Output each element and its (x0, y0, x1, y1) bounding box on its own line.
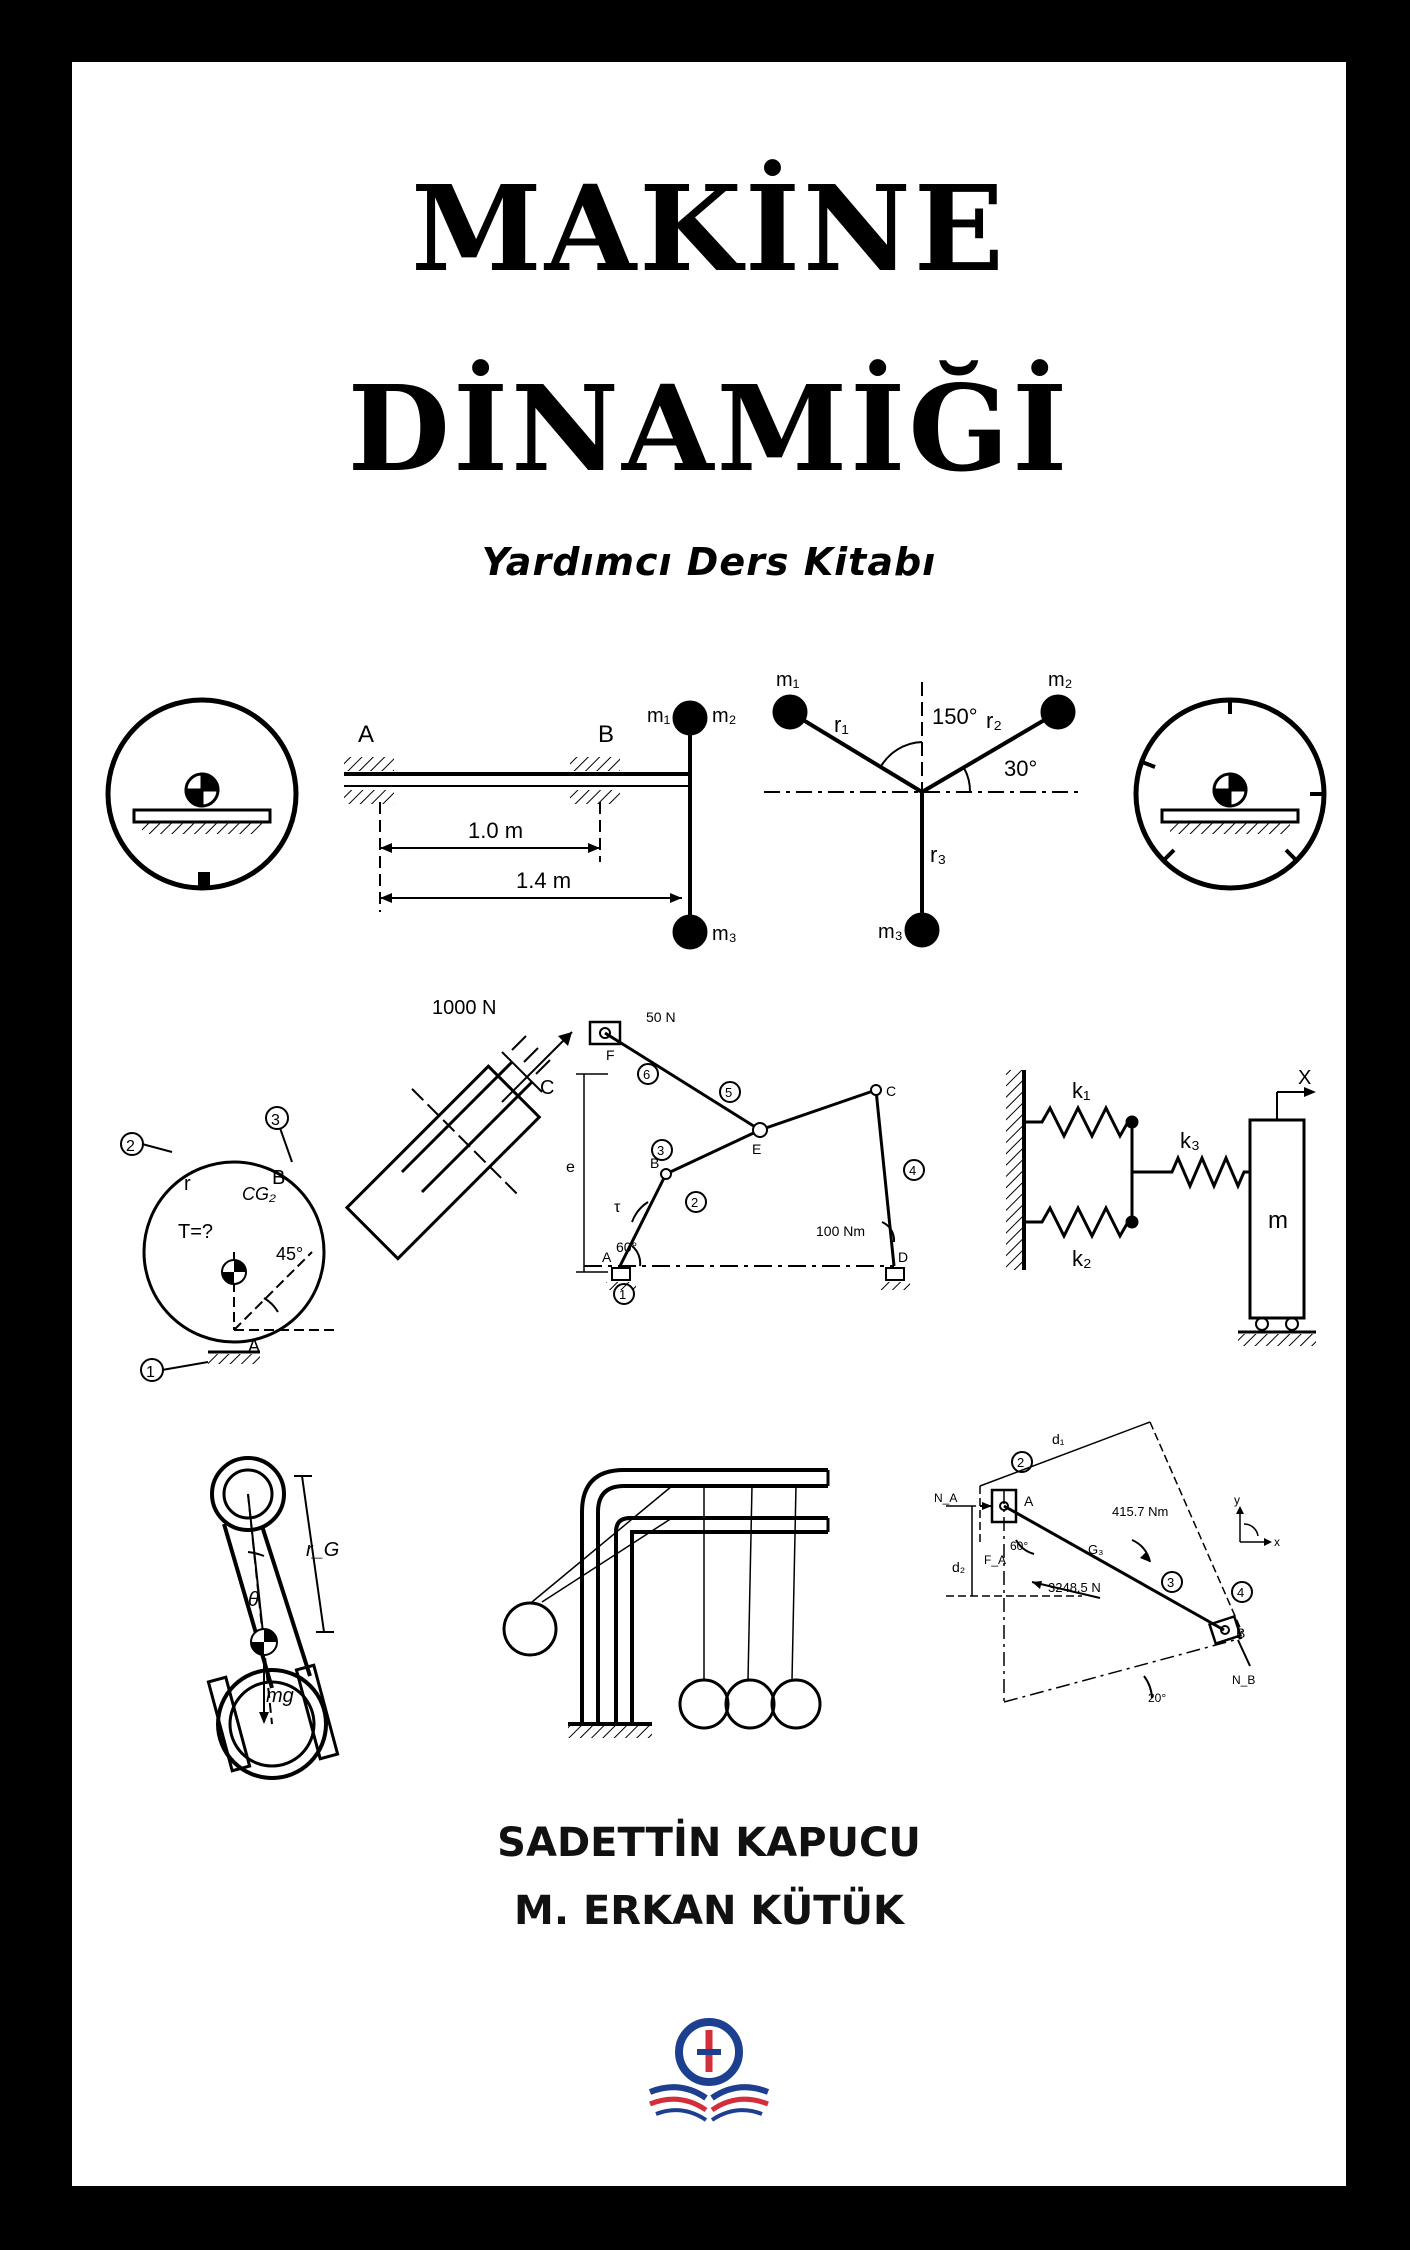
disk-r-label: r (184, 1173, 191, 1195)
slider-b-label: B (1236, 1625, 1245, 1641)
bearing-a-label: A (358, 721, 374, 748)
newtons-cradle-figure (502, 1468, 830, 1738)
mass-m2-label: m₂ (712, 705, 736, 727)
bearing-b-label: B (598, 721, 614, 748)
shaft-figure: A B 1.0 m 1.4 m m₁ m₂ m₃ (344, 700, 737, 950)
linkage-point-e: E (752, 1141, 761, 1157)
dimension-1: 1.0 m (468, 818, 523, 843)
linkage-figure: 50 N 100 Nm 60° e τ A B C D E F 6 3 2 5 … (566, 1009, 925, 1305)
conrod-theta-label: θ (248, 1589, 259, 1611)
slider-part-2: 2 (1017, 1455, 1024, 1470)
author-1: SADETTİN KAPUCU (497, 1820, 921, 1866)
linkage-link-3: 3 (657, 1143, 664, 1158)
slider-d1-label: d₁ (1052, 1431, 1065, 1447)
rotor-angle-30: 30° (1004, 756, 1037, 781)
rotor-r3-label: r₃ (930, 842, 946, 867)
slider-d2-label: d₂ (952, 1559, 965, 1575)
slider-angle-20: 20° (1148, 1691, 1166, 1705)
disk-a-label: A (248, 1336, 260, 1356)
linkage-link-5: 5 (725, 1085, 732, 1100)
linkage-angle-label: 60° (616, 1239, 637, 1255)
conrod-mg-label: mg (266, 1685, 294, 1707)
slider-a-label: A (1024, 1493, 1034, 1509)
slider-nb-label: N_B (1232, 1673, 1255, 1687)
slider-na-label: N_A (934, 1491, 957, 1505)
linkage-point-c: C (886, 1083, 896, 1099)
linkage-link-2: 2 (691, 1195, 698, 1210)
linkage-link-4: 4 (909, 1163, 916, 1178)
diagram-collage: A B 1.0 m 1.4 m m₁ m₂ m₃ m₁ m₂ m₃ r₁ r₂ … (105, 669, 1327, 2122)
slider-force-label: 3248.5 N (1048, 1580, 1101, 1595)
left-circle-figure (105, 697, 299, 891)
disk-part-1: 1 (146, 1364, 155, 1381)
publisher-logo (648, 2018, 770, 2122)
slider-g3-label: G₃ (1088, 1542, 1103, 1557)
spring-mass-figure: k₁ k₂ k₃ m X (1006, 1067, 1316, 1346)
author-2: M. ERKAN KÜTÜK (514, 1888, 904, 1934)
rotor-m2-label: m₂ (1048, 669, 1072, 691)
slider-fa-label: F_A (984, 1553, 1006, 1567)
rotor-m1-label: m₁ (776, 669, 800, 691)
mass-label: m (1268, 1207, 1288, 1234)
rotor-m3-label: m₃ (878, 921, 903, 943)
rotor-r2-label: r₂ (986, 708, 1002, 733)
linkage-point-b: B (650, 1155, 659, 1171)
disk-cg-label: CG₂ (242, 1184, 276, 1204)
slider-part-4: 4 (1237, 1585, 1244, 1600)
rotor-angle-150: 150° (932, 704, 978, 729)
slider-y-axis: y (1234, 1493, 1240, 1507)
spring-k2-label: k₂ (1072, 1246, 1092, 1271)
slider-angle-60: 60° (1010, 1539, 1028, 1553)
displacement-x-label: X (1298, 1067, 1311, 1089)
subtitle: Yardımcı Ders Kitabı (481, 540, 937, 584)
mass-m1-label: m₁ (647, 705, 671, 727)
linkage-force-label: 50 N (646, 1009, 676, 1025)
disk-force-label: 1000 N (432, 997, 497, 1019)
slider-part-3: 3 (1167, 1575, 1174, 1590)
rotor-r1-label: r₁ (834, 712, 849, 737)
conrod-rg-label: r_G (306, 1539, 339, 1561)
disk-c-label: C (540, 1077, 554, 1099)
disk-part-3: 3 (271, 1112, 280, 1129)
slider-bar-figure: d₁ d₂ N_A N_B F_A A B G₃ 415.7 Nm 3248.5… (934, 1421, 1280, 1705)
linkage-point-a: A (602, 1249, 612, 1265)
disk-part-2: 2 (126, 1138, 135, 1155)
spring-k1-label: k₁ (1072, 1078, 1090, 1103)
linkage-e-label: e (566, 1159, 575, 1176)
disk-b-label: B (272, 1167, 285, 1189)
disk-slider-figure: 1000 N C B A r CG₂ T=? 45° 3 2 1 (120, 997, 573, 1382)
disk-angle-label: 45° (276, 1244, 303, 1264)
disk-torque-label: T=? (178, 1221, 213, 1243)
slider-x-axis: x (1274, 1535, 1280, 1549)
slider-moment-label: 415.7 Nm (1112, 1504, 1168, 1519)
linkage-torque-label: 100 Nm (816, 1223, 865, 1239)
linkage-link-6: 6 (643, 1067, 650, 1082)
dimension-2: 1.4 m (516, 868, 571, 893)
linkage-tau-label: τ (614, 1199, 621, 1216)
mass-m3-label: m₃ (712, 923, 737, 945)
linkage-link-1: 1 (619, 1287, 626, 1302)
title-line-1: MAKİNE (411, 159, 1007, 298)
book-cover: MAKİNE DİNAMİĞİ Yardımcı Ders Kitabı (72, 62, 1346, 2186)
linkage-point-d: D (898, 1249, 908, 1265)
spring-k3-label: k₃ (1180, 1128, 1200, 1153)
conrod-figure: r_G θ mg (206, 1456, 340, 1780)
right-circle-figure (1133, 697, 1327, 891)
linkage-point-f: F (606, 1047, 615, 1063)
rotor-figure: m₁ m₂ m₃ r₁ r₂ r₃ 150° 30° (764, 669, 1082, 948)
title-line-2: DİNAMİĞİ (347, 359, 1071, 498)
